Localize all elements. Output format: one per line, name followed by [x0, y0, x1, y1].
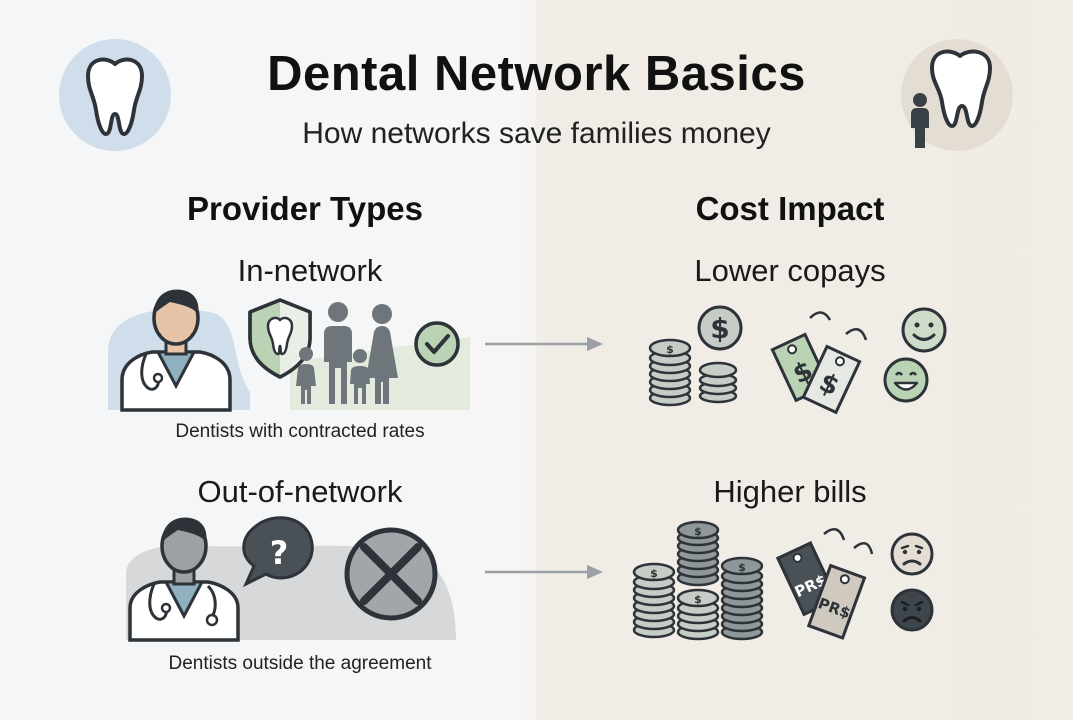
sad-face-icon	[890, 532, 934, 576]
price-tag-icon: PR$	[806, 563, 867, 640]
lower-copays-label: Lower copays	[694, 253, 886, 288]
x-circle-icon	[344, 527, 438, 621]
family-icon	[296, 302, 398, 404]
arrow-icon	[485, 337, 603, 351]
svg-text:$: $	[666, 343, 674, 356]
out-of-network-caption: Dentists outside the agreement	[168, 653, 432, 674]
arrow-icon	[485, 565, 603, 579]
coin-stack-icon	[676, 520, 720, 587]
higher-bills-illustration: $ $ $ $ PR$ PR$	[632, 520, 934, 641]
happy-face-icon	[883, 357, 929, 403]
sad-face-icon	[890, 588, 934, 632]
svg-text:?: ?	[270, 534, 289, 572]
in-network-caption: Dentists with contracted rates	[175, 421, 425, 442]
price-tag-icon: $	[801, 344, 862, 415]
cost-impact-heading: Cost Impact	[695, 190, 885, 227]
svg-text:$: $	[694, 525, 702, 538]
tooth-person-icon	[901, 39, 1013, 151]
higher-bills-label: Higher bills	[713, 474, 867, 509]
svg-text:$: $	[694, 593, 702, 606]
svg-text:$: $	[650, 567, 658, 580]
check-icon	[414, 321, 460, 367]
coin-stack-icon	[720, 556, 764, 641]
svg-text:$: $	[710, 312, 729, 345]
dentist-icon	[120, 289, 232, 412]
coin-stack-icon	[676, 588, 720, 641]
tooth-icon	[59, 39, 171, 151]
coin-stack-icon	[632, 562, 676, 639]
in-network-illustration	[108, 289, 470, 412]
dollar-coin-icon: $	[697, 305, 743, 351]
question-bubble-icon: ?	[242, 516, 314, 588]
page-subtitle: How networks save families money	[302, 117, 771, 150]
out-of-network-label: Out-of-network	[197, 474, 403, 509]
dentist-icon	[128, 517, 240, 642]
coin-stack-icon	[698, 361, 738, 404]
lower-copays-illustration: $ $ $ $	[648, 305, 947, 415]
svg-text:$: $	[738, 561, 746, 574]
page-title: Dental Network Basics	[267, 47, 806, 101]
happy-face-icon	[901, 307, 947, 353]
coin-stack-icon	[648, 338, 692, 407]
in-network-label: In-network	[237, 253, 383, 288]
provider-types-heading: Provider Types	[187, 190, 423, 227]
out-network-illustration: ?	[126, 516, 456, 642]
